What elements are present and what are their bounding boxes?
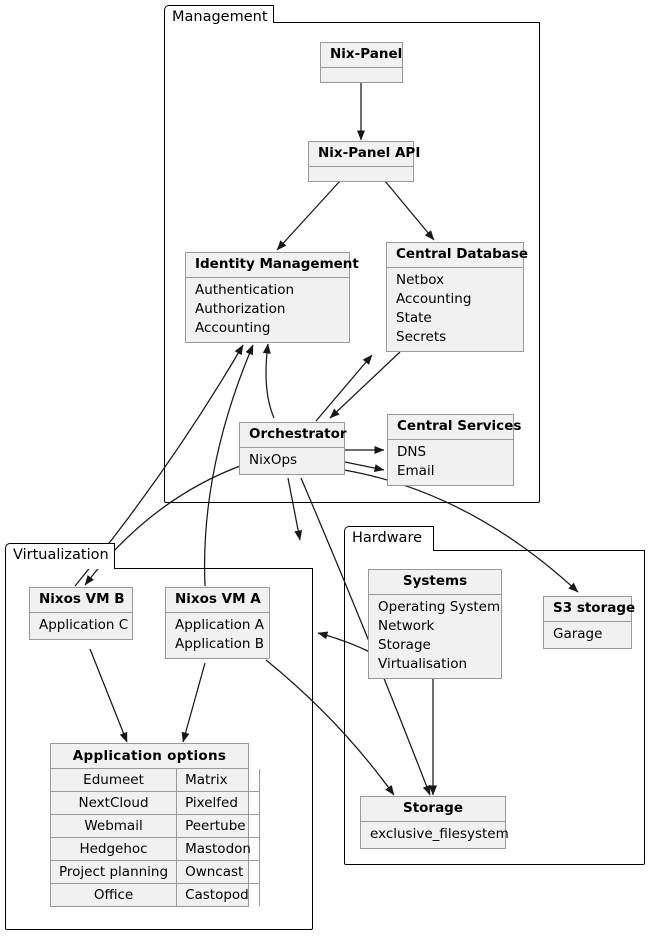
list-item: Secrets — [396, 328, 447, 345]
node-orchestrator-body: NixOps — [240, 448, 344, 474]
list-item: Operating System — [378, 598, 501, 615]
table-cell: Hedgehoc — [51, 837, 178, 861]
list-item: State — [396, 309, 432, 326]
table-cell: Pixelfed — [176, 791, 260, 815]
node-storage-title: Storage — [361, 797, 505, 822]
node-nix-panel-body — [321, 68, 402, 82]
table-cell: Project planning — [51, 860, 178, 884]
node-central-database-body: Netbox Accounting State Secrets — [387, 268, 523, 352]
node-nix-panel-api[interactable]: Nix-Panel API — [308, 141, 420, 182]
list-item: Application C — [39, 616, 129, 633]
node-systems[interactable]: Systems Operating System Network Storage… — [368, 569, 502, 680]
table-cell: Webmail — [51, 814, 178, 838]
table-cell: Office — [51, 883, 178, 906]
node-nix-panel-api-title: Nix-Panel API — [309, 142, 420, 167]
list-item: Application A — [175, 616, 264, 633]
table-row: Hedgehoc Mastodon — [51, 837, 260, 861]
package-hardware-tab[interactable]: Hardware — [344, 526, 434, 551]
package-management-tab[interactable]: Management — [164, 5, 274, 25]
node-nixos-vm-b[interactable]: Nixos VM B Application C — [29, 587, 133, 640]
table-cell: Edumeet — [51, 769, 178, 792]
table-row: Project planning Owncast — [51, 860, 260, 884]
node-nixos-vm-a[interactable]: Nixos VM A Application A Application B — [165, 587, 270, 659]
node-storage[interactable]: Storage exclusive_filesystem — [360, 796, 509, 849]
table-row: Edumeet Matrix — [51, 769, 260, 792]
list-item: Authentication — [195, 281, 295, 298]
list-item: NixOps — [249, 451, 298, 468]
package-management-label: Management — [172, 9, 268, 25]
table-row: Office Castopod — [51, 883, 260, 906]
table-row: NextCloud Pixelfed — [51, 791, 260, 815]
node-central-database-title: Central Database — [387, 243, 528, 268]
table-row: Webmail Peertube — [51, 814, 260, 838]
node-systems-title: Systems — [369, 570, 501, 595]
node-identity-management-body: Authentication Authorization Accounting — [186, 278, 349, 342]
table-cell: Mastodon — [176, 837, 260, 861]
application-options-table: Edumeet Matrix NextCloud Pixelfed Webmai… — [51, 769, 260, 906]
table-cell: Matrix — [176, 769, 260, 792]
list-item: Garage — [553, 625, 603, 642]
table-cell: Peertube — [176, 814, 260, 838]
table-cell: NextCloud — [51, 791, 178, 815]
node-nix-panel-title: Nix-Panel — [321, 43, 402, 68]
node-central-services[interactable]: Central Services DNS Email — [387, 414, 521, 486]
node-nixos-vm-b-title: Nixos VM B — [30, 588, 132, 613]
list-item: Netbox — [396, 271, 445, 288]
node-orchestrator[interactable]: Orchestrator NixOps — [239, 422, 347, 475]
list-item: Network — [378, 617, 435, 634]
node-systems-body: Operating System Network Storage Virtual… — [369, 595, 501, 679]
list-item: DNS — [397, 443, 427, 460]
node-application-options[interactable]: Application options Edumeet Matrix NextC… — [50, 743, 260, 907]
node-s3-storage-body: Garage — [544, 622, 631, 648]
node-central-services-title: Central Services — [388, 415, 521, 440]
list-item: Email — [397, 462, 435, 479]
node-nix-panel-api-body — [309, 167, 413, 181]
node-orchestrator-title: Orchestrator — [240, 423, 347, 448]
package-virtualization-tab[interactable]: Virtualization — [5, 543, 115, 569]
node-storage-body: exclusive_filesystem — [361, 822, 509, 848]
node-s3-storage[interactable]: S3 storage Garage — [543, 596, 635, 649]
list-item: Storage — [378, 636, 431, 653]
list-item: Application B — [175, 635, 264, 652]
package-virtualization-label: Virtualization — [13, 547, 109, 563]
node-identity-management[interactable]: Identity Management Authentication Autho… — [185, 252, 359, 343]
list-item: Virtualisation — [378, 655, 468, 672]
node-application-options-title: Application options — [51, 744, 248, 769]
list-item: Accounting — [396, 290, 472, 307]
table-cell: Castopod — [176, 883, 260, 906]
node-s3-storage-title: S3 storage — [544, 597, 635, 622]
node-identity-management-title: Identity Management — [186, 253, 359, 278]
node-nixos-vm-a-body: Application A Application B — [166, 613, 269, 658]
table-cell: Owncast — [176, 860, 260, 884]
node-nixos-vm-a-title: Nixos VM A — [166, 588, 269, 613]
node-central-services-body: DNS Email — [388, 440, 513, 485]
list-item: exclusive_filesystem — [370, 825, 509, 842]
package-hardware-label: Hardware — [352, 530, 423, 546]
node-central-database[interactable]: Central Database Netbox Accounting State… — [386, 242, 528, 353]
list-item: Accounting — [195, 319, 271, 336]
list-item: Authorization — [195, 300, 286, 317]
node-nixos-vm-b-body: Application C — [30, 613, 132, 639]
node-nix-panel[interactable]: Nix-Panel — [320, 42, 403, 83]
